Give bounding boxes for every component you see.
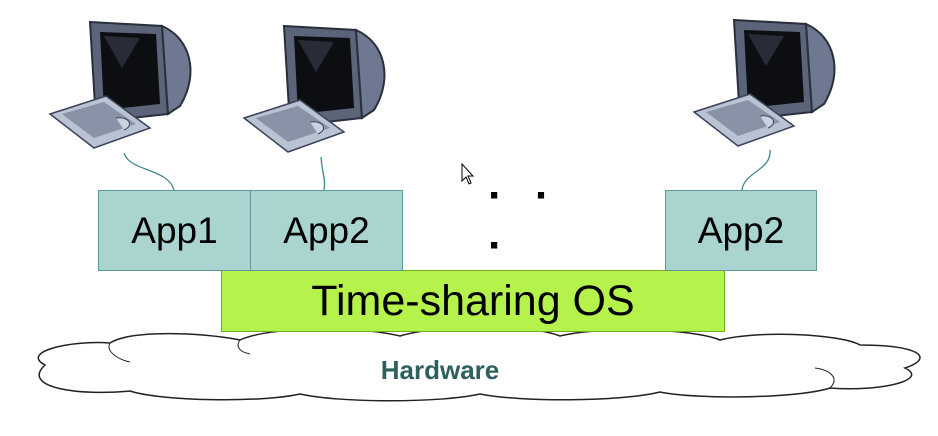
hardware-label: Hardware — [380, 354, 500, 385]
app-label: App2 — [283, 209, 370, 251]
os-label: Time-sharing OS — [311, 276, 635, 325]
os-layer: Time-sharing OS — [221, 270, 725, 332]
app-label: App1 — [131, 209, 218, 251]
app-box-1: App1 — [98, 190, 251, 271]
app-label: App2 — [697, 209, 785, 251]
ellipsis: · · · — [488, 171, 560, 270]
app-box-2: App2 — [250, 190, 403, 271]
app-box-3: App2 — [665, 190, 817, 271]
